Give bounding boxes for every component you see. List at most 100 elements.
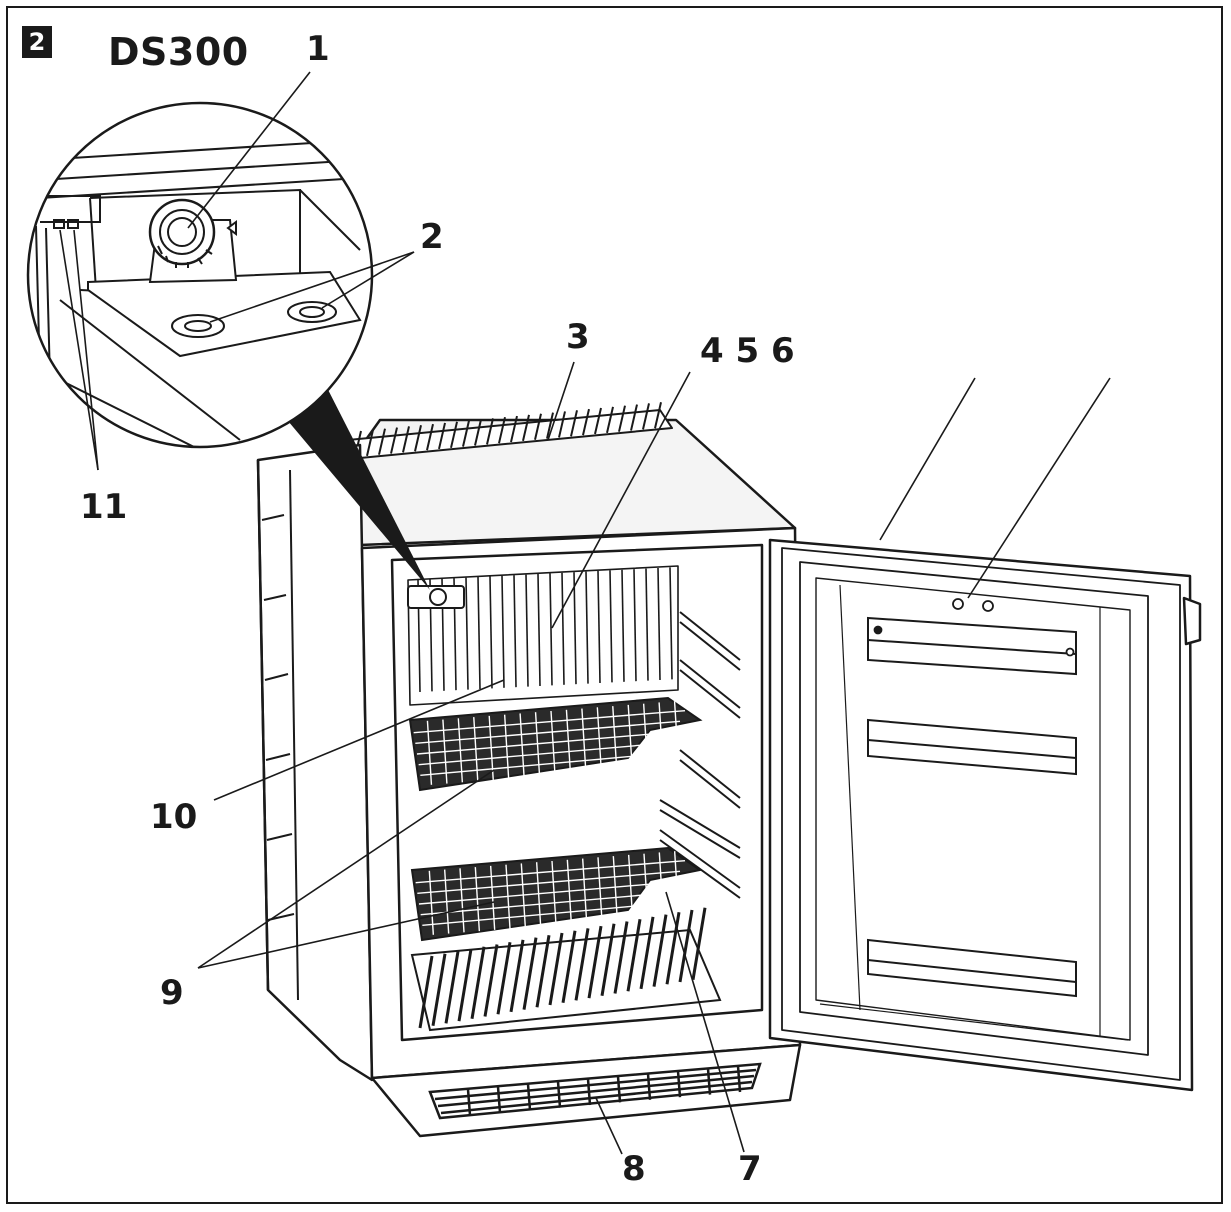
vent-divider <box>526 1084 532 1111</box>
door-screws <box>873 598 1075 657</box>
bottom-grid-bar <box>626 918 642 992</box>
bottom-grid-bar <box>639 916 655 990</box>
callout-8: 8 <box>622 1149 646 1189</box>
shelf-grid-line <box>459 868 465 933</box>
shelf-grid-line <box>473 717 479 782</box>
bottom-grid-bar <box>496 941 512 1015</box>
bottom-grid-bar <box>509 939 525 1013</box>
cooling-rib <box>645 568 649 681</box>
condenser-slat <box>426 423 434 451</box>
magnified-view <box>26 101 430 590</box>
shelf-grid-line <box>581 708 587 773</box>
shelf-grid-line <box>627 704 633 769</box>
condenser-slat <box>618 405 626 432</box>
shelf-grid-line <box>505 864 511 929</box>
condenser-slat <box>558 411 566 438</box>
bottom-grid-bar <box>691 907 707 980</box>
figure-frame <box>6 6 1223 1204</box>
shelf-grid-line <box>612 856 619 921</box>
bottom-grid-bar <box>600 923 616 997</box>
vent-divider <box>646 1073 652 1100</box>
shelf-grid-line <box>503 714 510 779</box>
cooling-rib <box>513 575 517 688</box>
shelf-grid-line <box>551 860 557 926</box>
cooling-rib <box>657 567 661 681</box>
condenser-slat <box>402 426 410 453</box>
condenser-slat <box>366 429 374 457</box>
cooling-rib <box>621 569 625 682</box>
condenser-slat <box>570 410 578 437</box>
condenser-slat <box>654 402 662 429</box>
shelf-grid-line <box>426 720 433 785</box>
condenser-slat <box>390 427 398 454</box>
shelf-grid-line <box>565 709 572 774</box>
cooling-rib <box>609 570 613 683</box>
condenser-slat <box>378 428 386 455</box>
vent-divider <box>496 1086 502 1113</box>
cooling-rib <box>525 574 529 687</box>
vent-divider <box>586 1078 592 1106</box>
shelf-grid-line <box>596 707 603 772</box>
shelf-grid-line <box>474 867 481 932</box>
condenser-slat <box>606 406 614 434</box>
bottom-grid-bar <box>561 930 577 1003</box>
bottom-grid-bar <box>418 955 434 1029</box>
shelf-grid-line <box>520 863 527 928</box>
shelf-grid-line <box>489 865 496 930</box>
condenser-slat <box>474 419 482 446</box>
callout-1: 1 <box>306 29 330 69</box>
cooling-rib <box>633 569 637 682</box>
cooling-rib <box>465 577 469 690</box>
cooling-rib <box>597 570 601 684</box>
shelf-grid-line <box>612 706 618 771</box>
bottom-grid-bar <box>470 946 486 1020</box>
bottom-grid <box>410 907 722 1032</box>
bottom-grid-bar <box>522 937 538 1010</box>
bottom-grid-bar <box>431 953 447 1026</box>
lower-vent-grille <box>428 1062 762 1120</box>
shelf-grid-line <box>550 710 556 776</box>
vent-divider <box>736 1065 742 1093</box>
cooling-rib <box>537 573 541 687</box>
bottom-grid-bar <box>548 932 564 1006</box>
door <box>768 538 1202 1092</box>
bottom-grid-bar <box>444 951 460 1024</box>
shelf-grid-line <box>488 715 494 780</box>
model-title: DS300 <box>108 30 249 74</box>
shelf-grid-line <box>581 858 588 923</box>
callout-10: 10 <box>150 797 198 837</box>
bottom-grid-bar <box>652 914 668 987</box>
shelf-grid-line <box>658 852 665 917</box>
condenser-slat <box>462 420 470 447</box>
callout-3: 3 <box>566 317 590 357</box>
condenser-slat <box>534 413 542 440</box>
condenser-slat <box>414 425 422 452</box>
bottom-grid-bar <box>587 925 603 999</box>
shelf-grid-line <box>673 851 680 916</box>
thermostat-knob-small <box>407 585 465 609</box>
bottom-grid-bar <box>483 944 499 1017</box>
shelf-grid-line <box>428 870 435 935</box>
cooling-rib <box>669 567 673 680</box>
shelf-grid-line <box>658 702 664 767</box>
upper-shelf <box>408 696 703 792</box>
vent-divider <box>556 1081 562 1108</box>
condenser-slat <box>546 412 554 439</box>
vent-divider <box>466 1089 472 1116</box>
vent-slat <box>434 1068 757 1101</box>
condenser-slat <box>582 408 590 436</box>
callout-4-5-6: 4 5 6 <box>700 331 795 371</box>
callout-11: 11 <box>80 487 128 527</box>
bottom-grid-bar <box>613 921 629 994</box>
vent-divider <box>706 1068 712 1095</box>
condenser-slat <box>450 421 458 449</box>
condenser-slat <box>642 403 650 430</box>
vent-slat <box>437 1074 755 1108</box>
shelf-grid-line <box>627 854 634 919</box>
bottom-grid-bar <box>574 928 590 1001</box>
bottom-grid-bar <box>678 909 694 983</box>
vent-divider <box>616 1076 622 1103</box>
shelf-grid-line <box>443 869 450 934</box>
cooling-rib <box>549 573 553 686</box>
